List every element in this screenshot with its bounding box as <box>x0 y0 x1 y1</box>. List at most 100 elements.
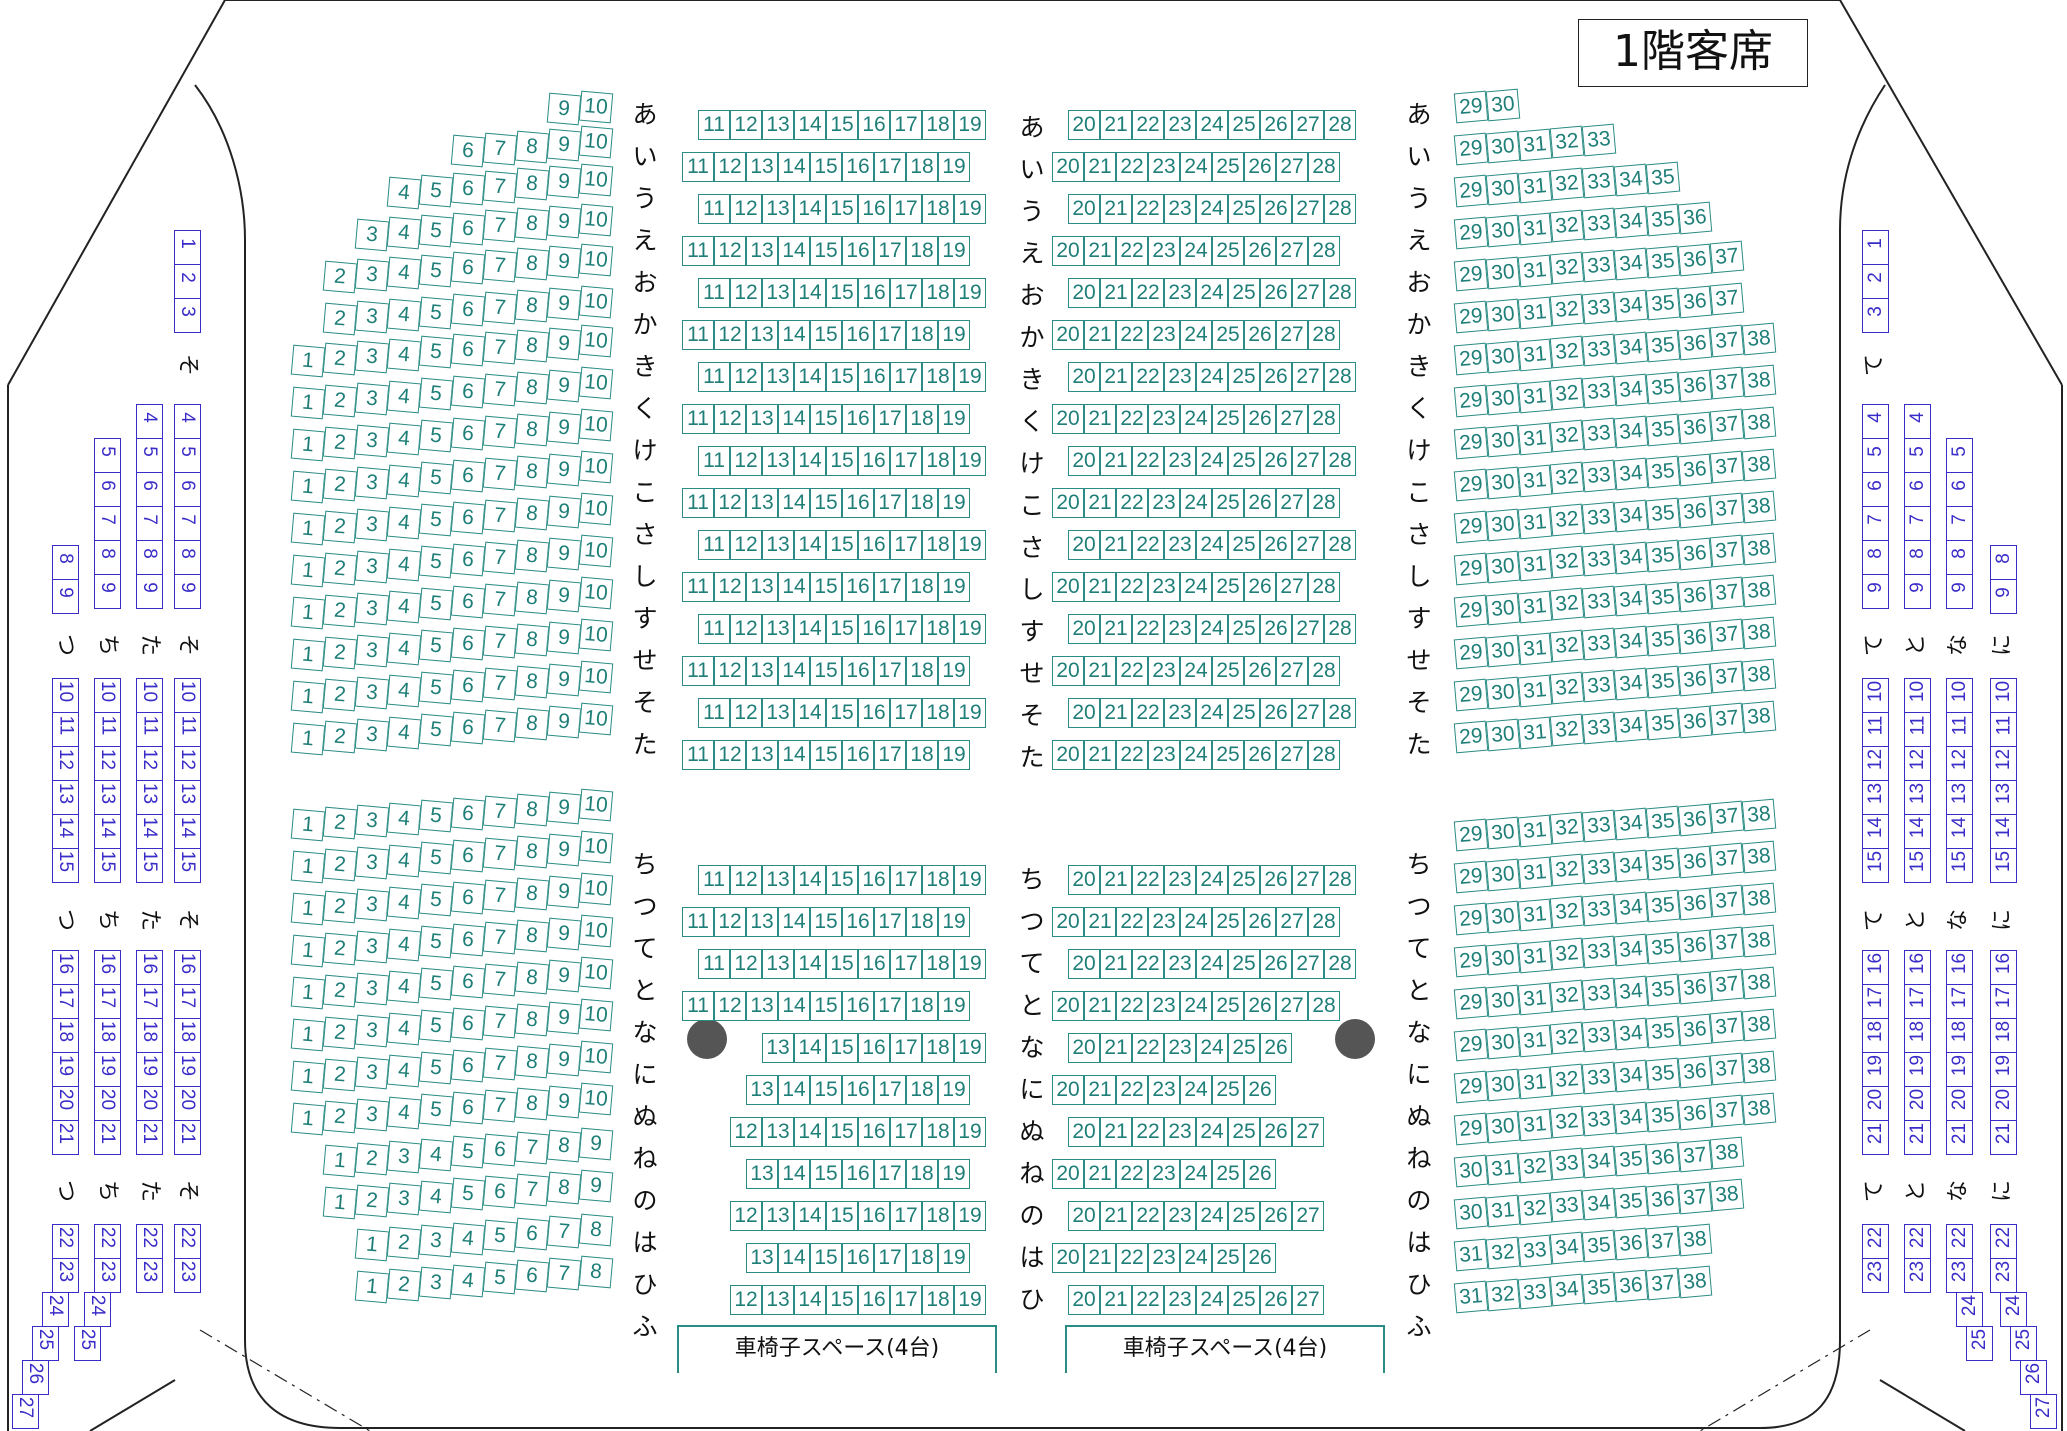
seat[interactable]: 29 <box>1453 300 1489 334</box>
seat[interactable]: 12 <box>730 1117 762 1147</box>
side-seat[interactable]: 20 <box>136 1086 163 1121</box>
seat[interactable]: 35 <box>1613 1143 1649 1177</box>
seat[interactable]: 23 <box>1164 530 1196 560</box>
side-seat[interactable]: 13 <box>1904 780 1931 815</box>
seat[interactable]: 3 <box>354 424 390 458</box>
seat[interactable]: 21 <box>1100 1117 1132 1147</box>
seat[interactable]: 15 <box>810 404 842 434</box>
seat[interactable]: 16 <box>842 656 874 686</box>
seat[interactable]: 37 <box>1677 1139 1713 1172</box>
seat[interactable]: 7 <box>482 795 518 829</box>
seat[interactable]: 34 <box>1613 1101 1649 1135</box>
seat[interactable]: 38 <box>1741 798 1777 832</box>
seat[interactable]: 36 <box>1645 1141 1681 1175</box>
seat[interactable]: 3 <box>354 592 390 626</box>
seat[interactable]: 10 <box>578 493 614 526</box>
seat[interactable]: 31 <box>1517 380 1553 413</box>
seat[interactable]: 9 <box>546 959 582 992</box>
seat[interactable]: 20 <box>1068 865 1100 895</box>
seat[interactable]: 13 <box>762 698 794 728</box>
seat[interactable]: 15 <box>826 1285 858 1315</box>
seat[interactable]: 24 <box>1180 1075 1212 1105</box>
seat[interactable]: 26 <box>1244 320 1276 350</box>
side-seat[interactable]: 25 <box>1966 1326 1993 1361</box>
seat[interactable]: 37 <box>1709 367 1745 400</box>
side-seat[interactable]: 16 <box>136 950 163 985</box>
seat[interactable]: 22 <box>1116 740 1148 770</box>
side-seat[interactable]: 18 <box>1990 1018 2017 1053</box>
seat[interactable]: 11 <box>682 907 714 937</box>
seat[interactable]: 6 <box>514 1217 550 1251</box>
seat[interactable]: 29 <box>1453 860 1489 894</box>
seat[interactable]: 1 <box>290 976 326 1010</box>
seat[interactable]: 18 <box>922 446 954 476</box>
seat[interactable]: 3 <box>386 1140 422 1174</box>
seat[interactable]: 10 <box>578 999 614 1032</box>
seat[interactable]: 32 <box>1485 1236 1521 1270</box>
side-seat[interactable]: 7 <box>94 506 121 541</box>
seat[interactable]: 16 <box>858 614 890 644</box>
seat[interactable]: 4 <box>386 422 422 455</box>
seat[interactable]: 5 <box>418 630 454 663</box>
seat[interactable]: 16 <box>858 1285 890 1315</box>
seat[interactable]: 16 <box>842 404 874 434</box>
seat[interactable]: 33 <box>1581 417 1617 451</box>
seat[interactable]: 16 <box>842 152 874 182</box>
seat[interactable]: 2 <box>322 932 358 966</box>
seat[interactable]: 16 <box>858 1117 890 1147</box>
seat[interactable]: 1 <box>290 808 326 842</box>
seat[interactable]: 4 <box>386 886 422 919</box>
seat[interactable]: 3 <box>354 340 390 374</box>
side-seat[interactable]: 4 <box>174 404 201 439</box>
seat[interactable]: 13 <box>762 278 794 308</box>
seat[interactable]: 30 <box>1485 676 1521 710</box>
seat[interactable]: 24 <box>1196 865 1228 895</box>
seat[interactable]: 19 <box>938 320 970 350</box>
seat[interactable]: 13 <box>762 446 794 476</box>
seat[interactable]: 30 <box>1485 592 1521 626</box>
seat[interactable]: 20 <box>1052 236 1084 266</box>
seat[interactable]: 22 <box>1116 404 1148 434</box>
seat[interactable]: 14 <box>794 1285 826 1315</box>
seat[interactable]: 33 <box>1581 543 1617 577</box>
seat[interactable]: 33 <box>1549 1148 1585 1181</box>
side-seat[interactable]: 4 <box>136 404 163 439</box>
seat[interactable]: 16 <box>842 1159 874 1189</box>
seat[interactable]: 36 <box>1677 929 1713 962</box>
seat[interactable]: 21 <box>1084 740 1116 770</box>
seat[interactable]: 21 <box>1100 1201 1132 1231</box>
seat[interactable]: 26 <box>1244 991 1276 1021</box>
side-seat[interactable]: 25 <box>2010 1326 2037 1361</box>
seat[interactable]: 32 <box>1549 896 1585 929</box>
seat[interactable]: 15 <box>826 1033 858 1063</box>
seat[interactable]: 5 <box>418 884 454 917</box>
seat[interactable]: 28 <box>1324 530 1356 560</box>
seat[interactable]: 3 <box>386 1182 422 1216</box>
seat[interactable]: 16 <box>858 362 890 392</box>
seat[interactable]: 3 <box>354 218 390 252</box>
seat[interactable]: 25 <box>1212 1075 1244 1105</box>
seat[interactable]: 14 <box>794 194 826 224</box>
seat[interactable]: 36 <box>1677 971 1713 1004</box>
seat[interactable]: 24 <box>1196 194 1228 224</box>
seat[interactable]: 32 <box>1549 546 1585 579</box>
seat[interactable]: 2 <box>322 260 358 294</box>
seat[interactable]: 12 <box>730 110 762 140</box>
seat[interactable]: 16 <box>858 446 890 476</box>
seat[interactable]: 9 <box>578 1127 614 1160</box>
seat[interactable]: 33 <box>1517 1276 1553 1309</box>
seat[interactable]: 5 <box>482 1262 518 1295</box>
seat[interactable]: 9 <box>546 1043 582 1076</box>
seat[interactable]: 4 <box>386 548 422 581</box>
seat[interactable]: 36 <box>1677 1013 1713 1046</box>
seat[interactable]: 2 <box>322 1058 358 1092</box>
side-seat[interactable]: 11 <box>1946 712 1973 747</box>
seat[interactable]: 23 <box>1148 1243 1180 1273</box>
side-seat[interactable]: 24 <box>42 1292 69 1327</box>
seat[interactable]: 22 <box>1116 320 1148 350</box>
side-seat[interactable]: 13 <box>1990 780 2017 815</box>
seat[interactable]: 9 <box>546 245 582 279</box>
seat[interactable]: 2 <box>322 720 358 754</box>
seat[interactable]: 28 <box>1324 362 1356 392</box>
seat[interactable]: 7 <box>482 963 518 997</box>
